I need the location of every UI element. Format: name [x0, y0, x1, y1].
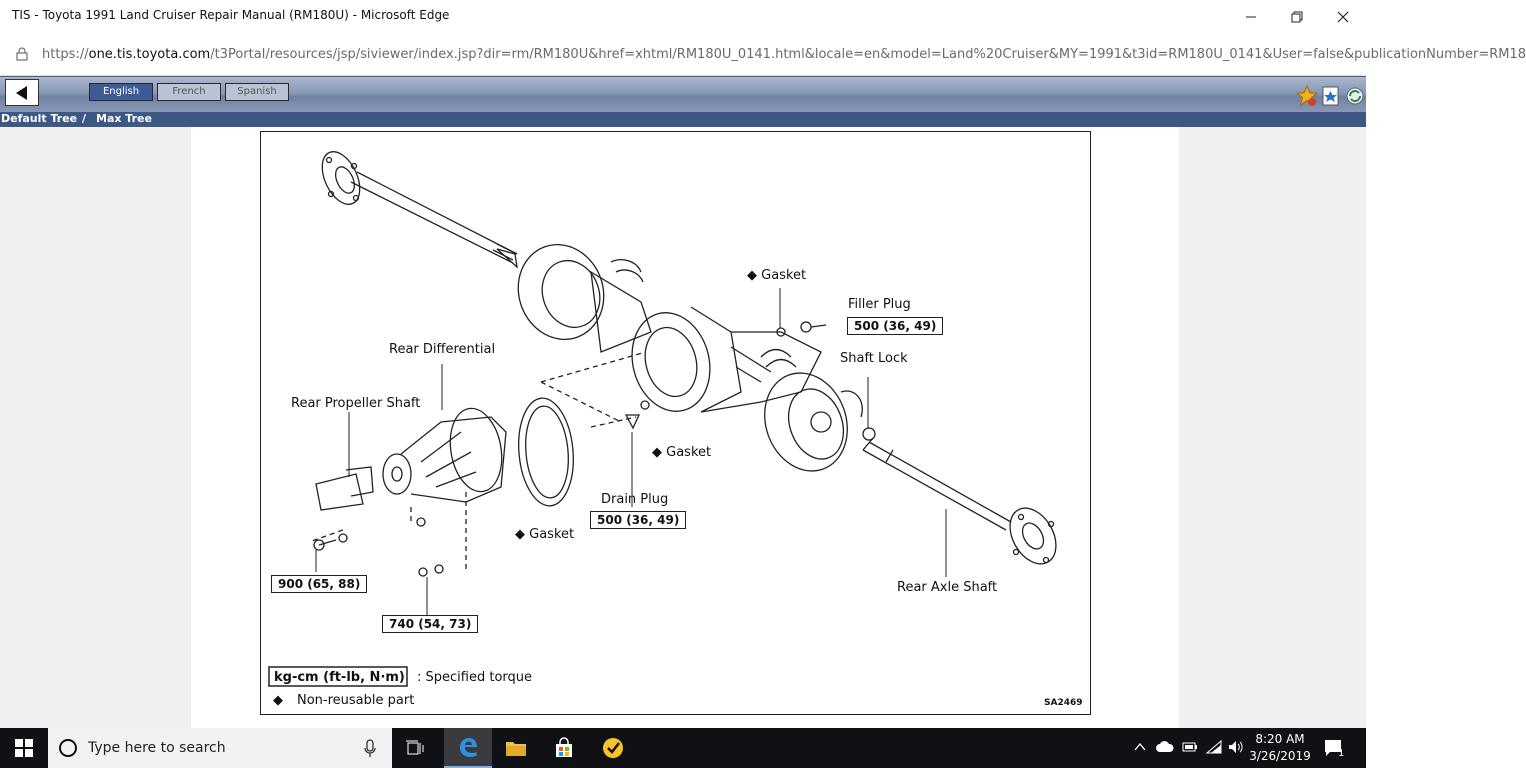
microphone-icon[interactable]: [364, 739, 376, 758]
clock-date: 3/26/2019: [1249, 749, 1311, 763]
battery-icon[interactable]: [1182, 741, 1198, 753]
taskbar: Type here to search 8:20 AM 3/26/2019 1: [0, 728, 1366, 768]
restore-icon: [1291, 11, 1303, 22]
right-axle-shaft-drawing: [862, 437, 1057, 565]
taskbar-search-box[interactable]: Type here to search: [48, 728, 392, 768]
plugs-drawing: [624, 321, 876, 441]
axle-drawing: [268, 151, 1057, 687]
language-english-button[interactable]: English: [89, 83, 153, 101]
notification-icon[interactable]: [1324, 739, 1342, 757]
window-title-bar: TIS - Toyota 1991 Land Cruiser Repair Ma…: [0, 0, 1366, 34]
legend-nonreusable-desc: Non-reusable part: [297, 693, 415, 708]
norton-button[interactable]: [589, 728, 637, 768]
language-spanish-button[interactable]: Spanish: [225, 83, 289, 101]
label-drain-plug: Drain Plug: [601, 492, 669, 507]
window-title: TIS - Toyota 1991 Land Cruiser Repair Ma…: [12, 8, 450, 22]
label-rear-differential: Rear Differential: [389, 342, 496, 357]
minimize-icon: [1246, 16, 1256, 17]
start-button[interactable]: [0, 728, 48, 768]
label-filler-plug: Filler Plug: [848, 297, 911, 312]
url-prefix: https://: [42, 47, 89, 62]
breadcrumb-max-tree[interactable]: Max Tree: [96, 112, 152, 125]
file-explorer-button[interactable]: [492, 728, 540, 768]
bookmark-icon[interactable]: [1320, 85, 1342, 107]
back-button[interactable]: [5, 79, 39, 106]
legend-torque-units: kg-cm (ft-lb, N·m): [274, 670, 405, 685]
breadcrumb-separator: /: [82, 112, 87, 125]
legend-torque-desc: : Specified torque: [417, 670, 533, 685]
leader-lines: [315, 288, 947, 615]
url-host: one.tis.toyota.com: [88, 47, 211, 62]
chevron-up-icon[interactable]: [1134, 742, 1146, 752]
torque-propeller: 900 (65, 88): [271, 575, 368, 593]
label-shaft-lock: Shaft Lock: [840, 351, 908, 366]
address-bar[interactable]: https://one.tis.toyota.com/t3Portal/reso…: [0, 33, 1526, 76]
torque-drain-plug: 500 (36, 49): [590, 511, 687, 529]
norton-icon: [603, 738, 623, 758]
file-explorer-icon: [506, 742, 526, 756]
dashed-leaders: [308, 351, 647, 572]
label-rear-axle-shaft: Rear Axle Shaft: [897, 580, 998, 595]
taskbar-clock[interactable]: 8:20 AM 3/26/2019: [1248, 731, 1312, 765]
task-view-button[interactable]: [392, 728, 440, 768]
edge-icon: [460, 738, 477, 757]
windows-logo-icon: [15, 739, 33, 757]
label-rear-propeller-shaft: Rear Propeller Shaft: [291, 396, 421, 411]
content-area: ◆ Gasket Filler Plug 500 (36, 49) Shaft …: [0, 127, 1366, 728]
close-button[interactable]: [1320, 0, 1366, 33]
legend-nonreusable-symbol: ◆: [273, 693, 283, 708]
url-field[interactable]: https://one.tis.toyota.com/t3Portal/reso…: [42, 47, 1526, 62]
store-icon: [556, 737, 572, 757]
wifi-icon[interactable]: [1205, 739, 1222, 754]
torque-differential: 740 (54, 73): [382, 615, 479, 633]
label-gasket-top: ◆ Gasket: [747, 268, 807, 283]
notification-count: 1: [1338, 748, 1345, 759]
onedrive-cloud-icon[interactable]: [1156, 740, 1174, 754]
rear-differential-drawing: [382, 407, 507, 527]
gasket-ring-drawing: [518, 397, 574, 507]
clock-time: 8:20 AM: [1255, 732, 1305, 746]
legend-torque-box: [268, 666, 408, 687]
breadcrumb: Default Tree / Max Tree: [0, 112, 1366, 127]
exploded-diagram: ◆ Gasket Filler Plug 500 (36, 49) Shaft …: [260, 131, 1091, 715]
label-gasket-bottom: ◆ Gasket: [515, 527, 575, 542]
manual-page: ◆ Gasket Filler Plug 500 (36, 49) Shaft …: [191, 127, 1179, 728]
breadcrumb-default-tree[interactable]: Default Tree: [1, 112, 78, 125]
search-icon: [59, 739, 77, 757]
figure-code: SA2469: [1044, 698, 1083, 708]
search-placeholder: Type here to search: [88, 740, 226, 756]
url-path: /t3Portal/resources/jsp/siviewer/index.j…: [210, 47, 1526, 62]
restore-button[interactable]: [1274, 0, 1320, 33]
close-icon: [1337, 11, 1349, 22]
edge-button[interactable]: [444, 728, 492, 768]
task-view-icon: [406, 740, 424, 755]
differential-bolts-drawing: [418, 564, 444, 577]
store-button[interactable]: [540, 728, 588, 768]
language-french-button[interactable]: French: [157, 83, 221, 101]
label-gasket-mid: ◆ Gasket: [652, 445, 712, 460]
torque-filler-plug: 500 (36, 49): [847, 317, 944, 335]
volume-icon[interactable]: [1228, 740, 1244, 754]
refresh-icon[interactable]: [1344, 85, 1366, 107]
lock-icon: [16, 47, 28, 61]
left-axle-shaft-drawing: [321, 151, 518, 269]
back-arrow-icon: [16, 85, 27, 100]
favorites-star-icon[interactable]: [1295, 84, 1319, 107]
minimize-button[interactable]: [1228, 0, 1274, 33]
axle-housing-drawing: [517, 244, 863, 472]
propeller-shaft-drawing: [313, 466, 374, 551]
tis-toolbar: English French Spanish: [0, 76, 1366, 113]
